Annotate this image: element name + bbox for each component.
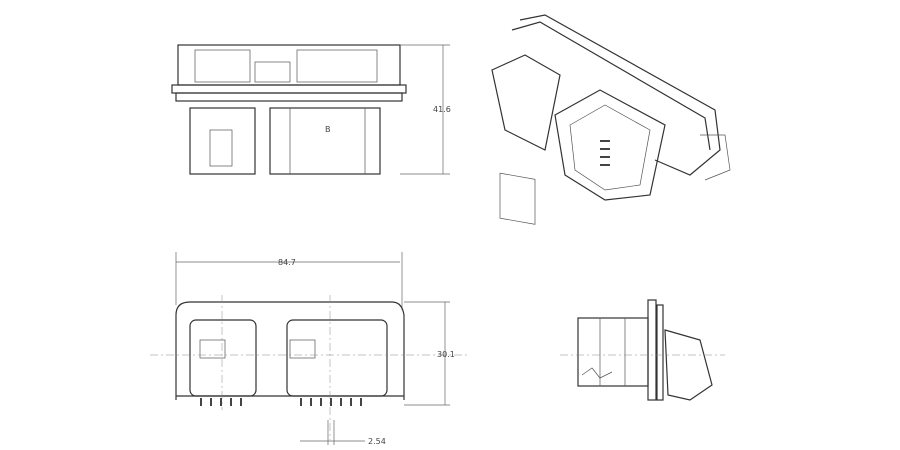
- front-view: 84.7 30.1 2.54: [150, 252, 470, 446]
- isometric-view: [491, 14, 731, 225]
- pin-row: [200, 398, 362, 406]
- svg-text:B: B: [325, 125, 331, 134]
- dimension-pin-pitch: 2.54: [368, 437, 386, 446]
- dimension-height-front: 30.1: [437, 350, 455, 359]
- dimension-width-front: 84.7: [278, 258, 296, 267]
- side-view: [560, 299, 725, 401]
- top-view: B 41.6: [171, 44, 451, 175]
- dimension-height-top: 41.6: [433, 105, 451, 114]
